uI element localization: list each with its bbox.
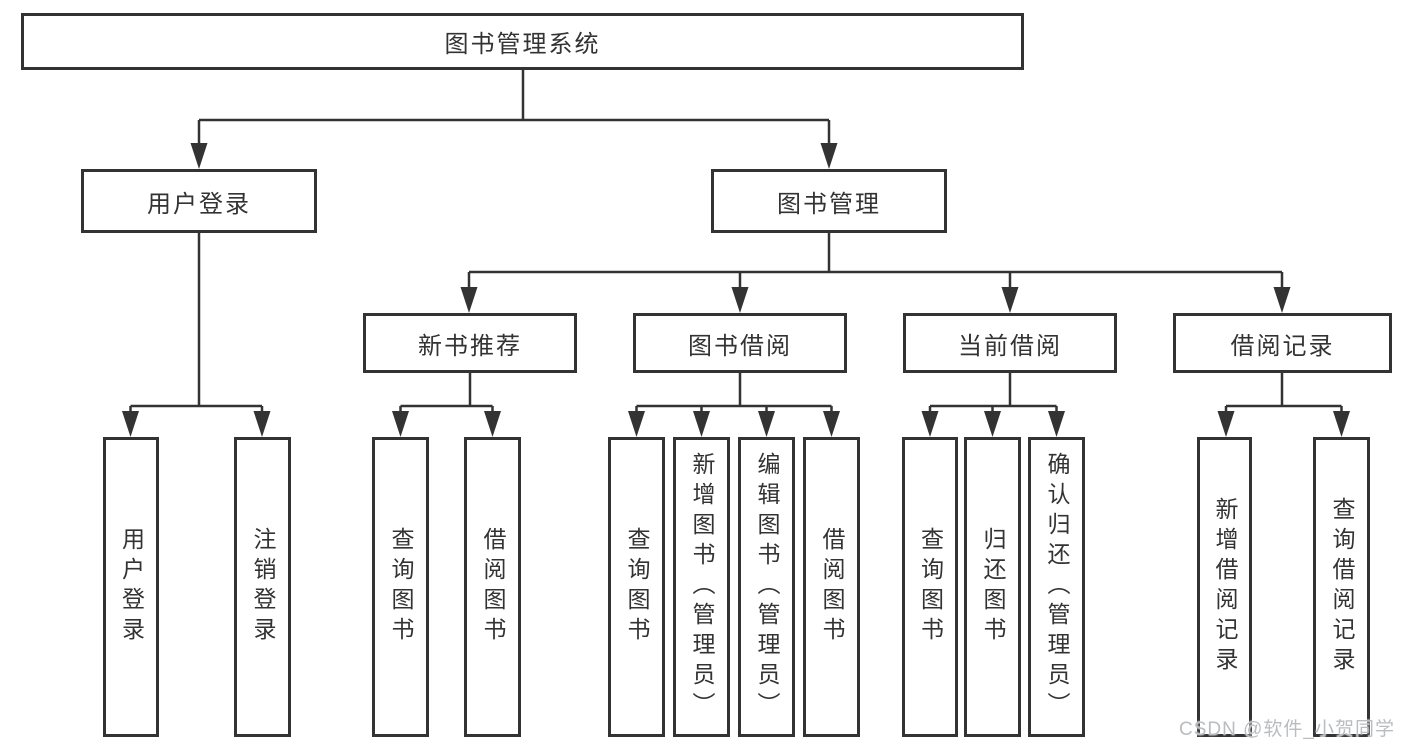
leaf-borrow-books-1: 借阅图书 [464, 437, 521, 737]
leaf-borrow-books-2-label: 借阅图书 [819, 527, 845, 647]
node-book-borrow: 图书借阅 [633, 313, 847, 373]
node-new-book-recommend: 新书推荐 [363, 313, 577, 373]
node-book-management: 图书管理 [711, 169, 947, 233]
arrowheads [122, 143, 1350, 437]
leaf-query-books-1: 查询图书 [372, 437, 429, 737]
leaf-add-borrow-record: 新增借阅记录 [1197, 437, 1252, 737]
leaf-borrow-books-2: 借阅图书 [803, 437, 860, 737]
node-book-management-label: 图书管理 [777, 190, 881, 218]
leaf-confirm-return-admin: 确认归还（管理员） [1028, 437, 1085, 737]
leaf-query-books-3-label: 查询图书 [917, 527, 944, 647]
node-book-borrow-label: 图书借阅 [688, 332, 792, 360]
leaf-borrow-books-1-label: 借阅图书 [480, 527, 506, 647]
leaf-query-borrow-record-label: 查询借阅记录 [1329, 497, 1355, 677]
leaf-logout: 注销登录 [234, 437, 291, 737]
node-root-label: 图书管理系统 [444, 31, 601, 58]
node-current-borrow: 当前借阅 [903, 313, 1117, 373]
node-root: 图书管理系统 [21, 13, 1024, 70]
leaf-query-books-2: 查询图书 [608, 437, 665, 737]
leaf-logout-label: 注销登录 [250, 527, 276, 647]
node-borrow-records: 借阅记录 [1173, 313, 1392, 373]
leaf-return-books-label: 归还图书 [980, 527, 1006, 647]
leaf-add-books-admin-label: 新增图书（管理员） [689, 452, 715, 722]
node-user-login: 用户登录 [81, 169, 317, 233]
connector-lines [129, 70, 1343, 415]
leaf-user-login-label: 用户登录 [118, 527, 145, 647]
leaf-query-books-2-label: 查询图书 [624, 527, 650, 647]
leaf-query-books-3: 查询图书 [902, 437, 958, 737]
leaf-edit-books-admin: 编辑图书（管理员） [738, 437, 795, 737]
leaf-edit-books-admin-label: 编辑图书（管理员） [754, 452, 780, 722]
leaf-query-books-1-label: 查询图书 [388, 527, 414, 647]
csdn-watermark: CSDN @软件_小贺同学 [1179, 719, 1395, 740]
node-user-login-label: 用户登录 [147, 190, 251, 218]
leaf-query-borrow-record: 查询借阅记录 [1313, 437, 1370, 737]
node-new-book-recommend-label: 新书推荐 [418, 332, 522, 360]
node-current-borrow-label: 当前借阅 [958, 332, 1062, 360]
leaf-confirm-return-admin-label: 确认归还（管理员） [1044, 452, 1070, 722]
node-borrow-records-label: 借阅记录 [1230, 332, 1335, 360]
leaf-user-login: 用户登录 [103, 437, 159, 737]
leaf-add-books-admin: 新增图书（管理员） [673, 437, 730, 737]
leaf-return-books: 归还图书 [964, 437, 1021, 737]
leaf-add-borrow-record-label: 新增借阅记录 [1212, 497, 1238, 677]
